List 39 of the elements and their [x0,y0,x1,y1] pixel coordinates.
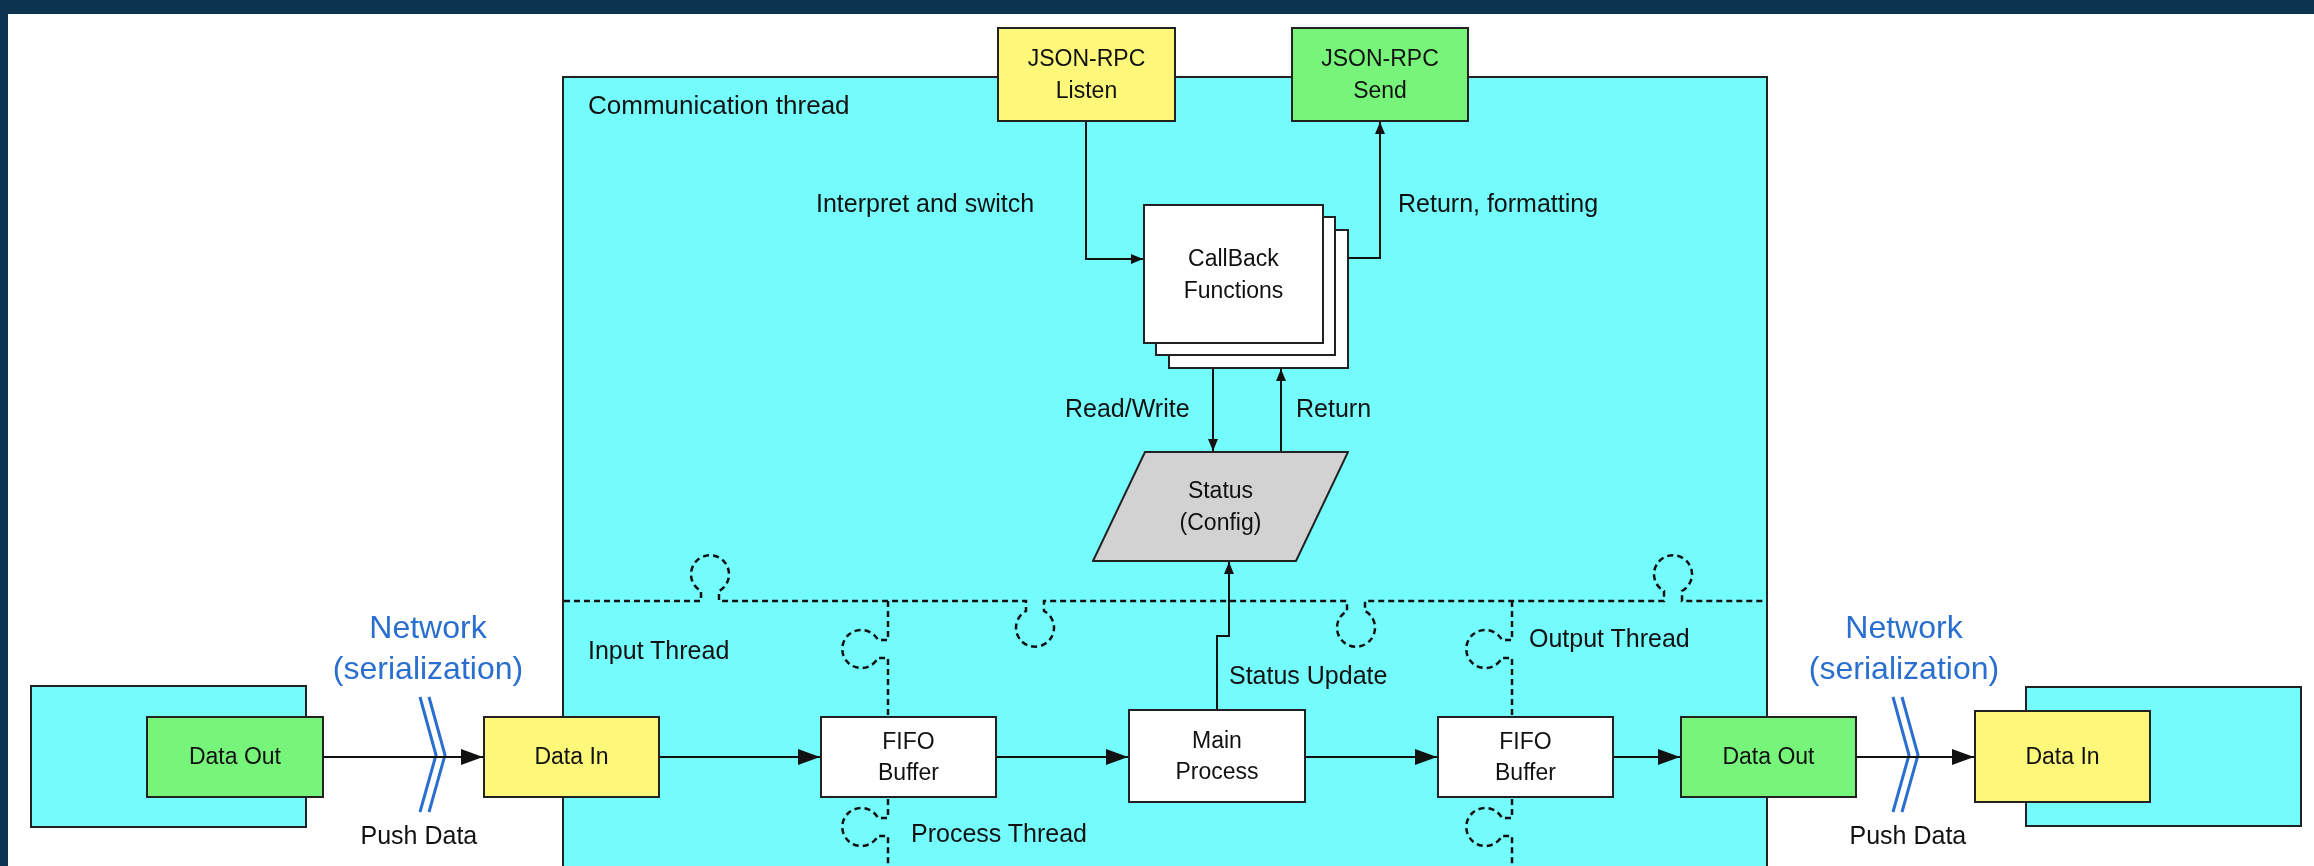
arrow [659,749,821,765]
node-label: Main Process [1174,725,1260,786]
process-box [1291,27,1469,122]
node-label: Data Out [187,742,282,772]
node-label: Data Out [1721,742,1816,772]
node-label: FIFO Buffer [877,726,940,787]
arrow [1276,368,1286,452]
arrow [1348,121,1385,259]
data-parallelogram [1092,451,1349,562]
node-label: JSON-RPC Send [1320,44,1440,105]
arrow [1613,749,1681,765]
arrow [1085,121,1144,264]
process-box [997,27,1176,122]
process-box [1128,709,1306,803]
process-box [1680,716,1857,798]
process-box [1974,710,2151,803]
network-label: Network (serialization) [1807,607,2001,689]
arrow [1305,749,1438,765]
arrow [1208,368,1218,452]
process-box [1437,716,1614,798]
thread-label: Input Thread [588,635,730,665]
arrow [323,749,484,765]
node-label: Data In [533,742,610,772]
thread-label: Output Thread [1529,623,1690,653]
region-title: Communication thread [588,89,850,122]
arrow [1856,749,1975,765]
node-label: Status (Config) [1178,476,1263,537]
node-label: CallBack Functions [1182,244,1285,305]
thread-label: Process Thread [911,818,1087,848]
process-box [820,716,997,798]
arrow [1216,561,1234,710]
process-box [146,716,324,798]
node-label: Data In [2024,741,2101,771]
process-box [483,716,660,798]
node-label: JSON-RPC Listen [1026,44,1147,105]
network-label: Network (serialization) [331,607,525,689]
node-label: FIFO Buffer [1494,726,1557,787]
arrow [996,749,1129,765]
stacked-document-box [1143,204,1349,369]
